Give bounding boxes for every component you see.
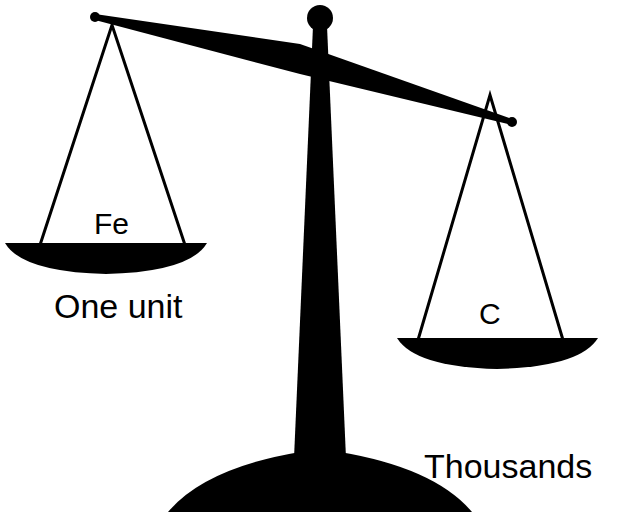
- left-pan: [5, 243, 207, 274]
- element-symbol: Fe: [94, 209, 129, 239]
- pan-strings: [418, 95, 563, 340]
- beam-end: [90, 12, 100, 22]
- quantity-label: Thousands: [424, 449, 592, 483]
- pan-strings: [40, 25, 185, 245]
- right-pan: [397, 338, 598, 369]
- element-symbol: C: [479, 299, 501, 329]
- scale-post: [294, 26, 346, 458]
- quantity-label: One unit: [54, 289, 183, 323]
- scale-beam: [95, 14, 512, 125]
- pivot-knob: [307, 5, 333, 31]
- beam-end: [507, 117, 517, 127]
